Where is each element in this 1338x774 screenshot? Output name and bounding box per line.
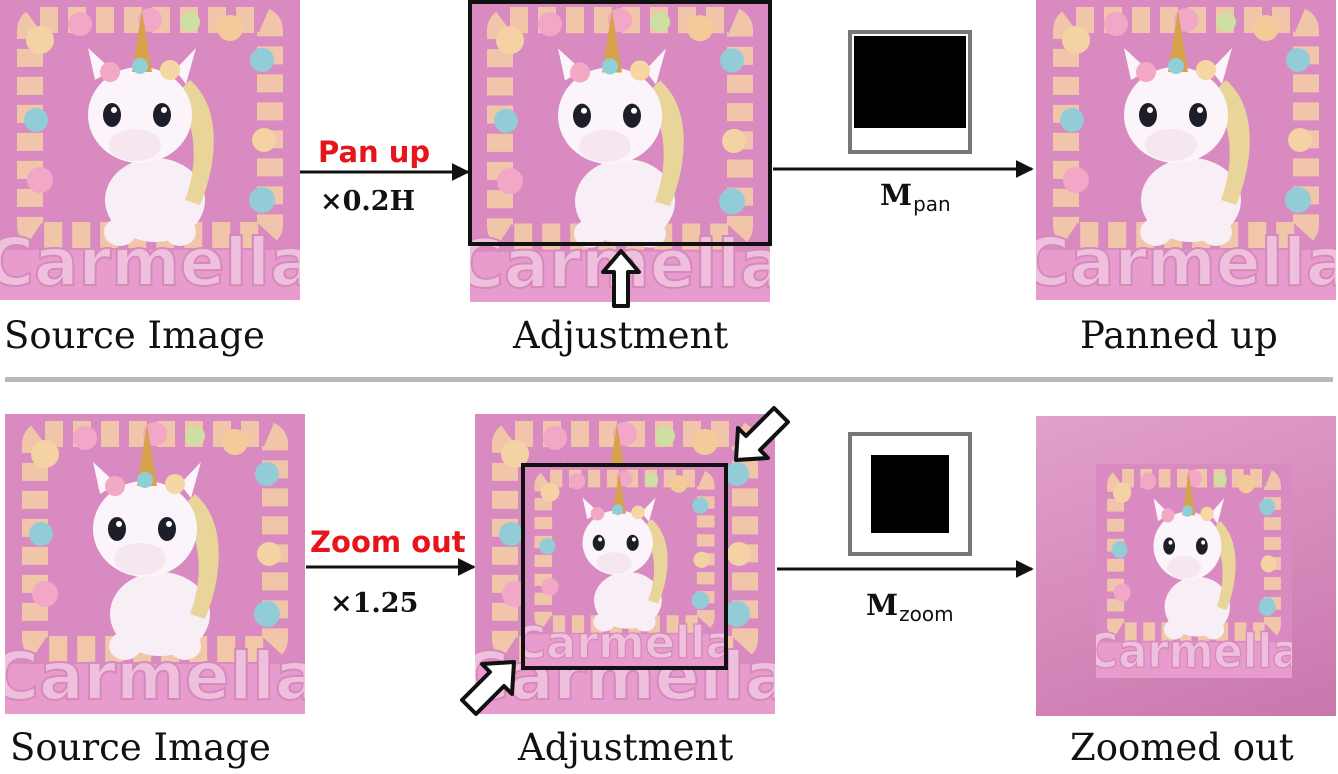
matrix-subscript-pan: pan bbox=[913, 192, 951, 216]
result-caption-pan: Panned up bbox=[1080, 314, 1278, 357]
matrix-label-zoom: Mzoom bbox=[866, 588, 954, 626]
zoom-mask-icon bbox=[848, 432, 972, 556]
adjustment-inner-image-zoom bbox=[523, 465, 726, 668]
up-arrow-icon bbox=[601, 249, 641, 308]
inward-arrow-bottom-left-icon bbox=[460, 660, 516, 716]
operation-label-zoom: Zoom out bbox=[310, 525, 466, 559]
factor-value-pan: 0.2H bbox=[342, 186, 416, 217]
arrow-source-to-adjust-pan bbox=[300, 163, 470, 181]
factor-value-zoom: 1.25 bbox=[352, 588, 419, 619]
matrix-subscript-zoom: zoom bbox=[899, 602, 954, 626]
matrix-symbol-zoom: M bbox=[866, 588, 899, 622]
source-caption-zoom: Source Image bbox=[10, 726, 271, 769]
source-caption-pan: Source Image bbox=[4, 314, 265, 357]
row-divider bbox=[5, 377, 1333, 382]
result-inner-image-zoom bbox=[1096, 464, 1292, 678]
adjustment-caption-pan: Adjustment bbox=[513, 314, 729, 357]
pan-mask-icon bbox=[848, 30, 972, 154]
inward-arrow-top-right-icon bbox=[734, 406, 790, 462]
times-symbol: × bbox=[320, 186, 343, 217]
operation-label-pan: Pan up bbox=[318, 135, 431, 169]
adjustment-frame-pan bbox=[468, 0, 772, 246]
matrix-label-pan: Mpan bbox=[880, 178, 951, 216]
times-symbol: × bbox=[330, 588, 353, 619]
adjustment-frame-zoom bbox=[521, 463, 728, 670]
source-image-pan bbox=[0, 0, 300, 300]
adjustment-caption-zoom: Adjustment bbox=[518, 726, 734, 769]
result-image-pan bbox=[1036, 0, 1336, 300]
factor-pan: ×0.2H bbox=[320, 186, 415, 217]
arrow-adjust-to-result-zoom bbox=[777, 560, 1034, 578]
factor-zoom: ×1.25 bbox=[330, 588, 418, 619]
result-caption-zoom: Zoomed out bbox=[1070, 726, 1294, 769]
arrow-adjust-to-result-pan bbox=[773, 160, 1034, 178]
source-image-zoom bbox=[5, 414, 305, 714]
matrix-symbol-pan: M bbox=[880, 178, 913, 212]
result-image-zoom bbox=[1036, 416, 1336, 716]
arrow-source-to-adjust-zoom bbox=[306, 558, 476, 576]
